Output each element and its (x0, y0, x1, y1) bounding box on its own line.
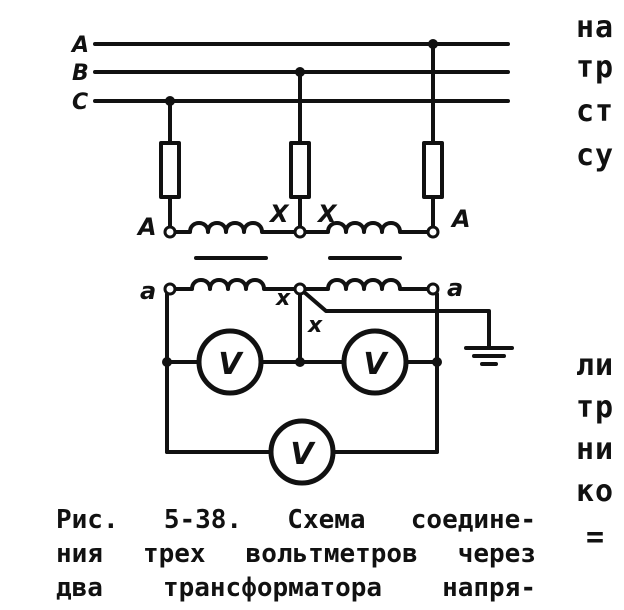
phase-label-c: C (72, 90, 88, 115)
figure-caption: Рис. 5-38. Схема соедине- ния трех вольт… (56, 503, 536, 605)
label-secondary-x-2: x (307, 313, 323, 338)
label-primary-A-left: A (136, 213, 157, 241)
label-primary-A-right: A (450, 205, 471, 233)
phase-label-a: A (70, 33, 89, 58)
caption-line-2: ния трех вольтметров через (56, 539, 536, 569)
terminal-A-right (426, 225, 440, 239)
right-fragment-top-2: тр (576, 50, 615, 85)
secondary-winding-right (303, 278, 430, 291)
terminal-X-left (293, 225, 307, 239)
label-primary-X-right: X (316, 200, 338, 228)
voltmeter-bottom (268, 418, 336, 486)
fuse-middle (289, 141, 311, 199)
primary-winding-left (173, 221, 297, 234)
right-fragment-bottom-4: ко (576, 474, 615, 509)
fuse-left (159, 141, 181, 199)
right-fragment-top-4: су (576, 138, 615, 173)
right-fragment-bottom-5: = (586, 520, 606, 555)
right-fragment-bottom-1: ли (576, 348, 615, 383)
phase-label-b: B (72, 61, 89, 86)
terminal-a-left (163, 282, 177, 296)
label-secondary-a-left: a (140, 277, 156, 305)
voltmeter-right-symbol: V (363, 347, 389, 382)
caption-line-1: Рис. 5-38. Схема соедине- (56, 505, 536, 535)
terminal-a-right (426, 282, 440, 296)
ground-lead (302, 290, 491, 350)
label-secondary-a-right: a (447, 274, 463, 302)
voltmeter-left-symbol: V (218, 347, 244, 382)
right-fragment-bottom-2: тр (576, 390, 615, 425)
right-fragment-top-1: на (576, 10, 615, 45)
right-fragment-bottom-3: ни (576, 432, 615, 467)
right-fragment-top-3: ст (576, 94, 615, 129)
secondary-winding-left (173, 278, 297, 291)
voltmeter-right (341, 328, 409, 396)
label-primary-X-left: X (268, 200, 290, 228)
caption-line-3: два трансформатора напря- (56, 573, 536, 603)
primary-winding-right (303, 221, 430, 234)
terminal-x-mid (293, 282, 307, 296)
terminal-A-left (163, 225, 177, 239)
fuse-right (422, 141, 444, 199)
label-secondary-x-1: x (275, 286, 291, 311)
voltmeter-left (196, 328, 264, 396)
voltmeter-bottom-symbol: V (290, 437, 316, 472)
